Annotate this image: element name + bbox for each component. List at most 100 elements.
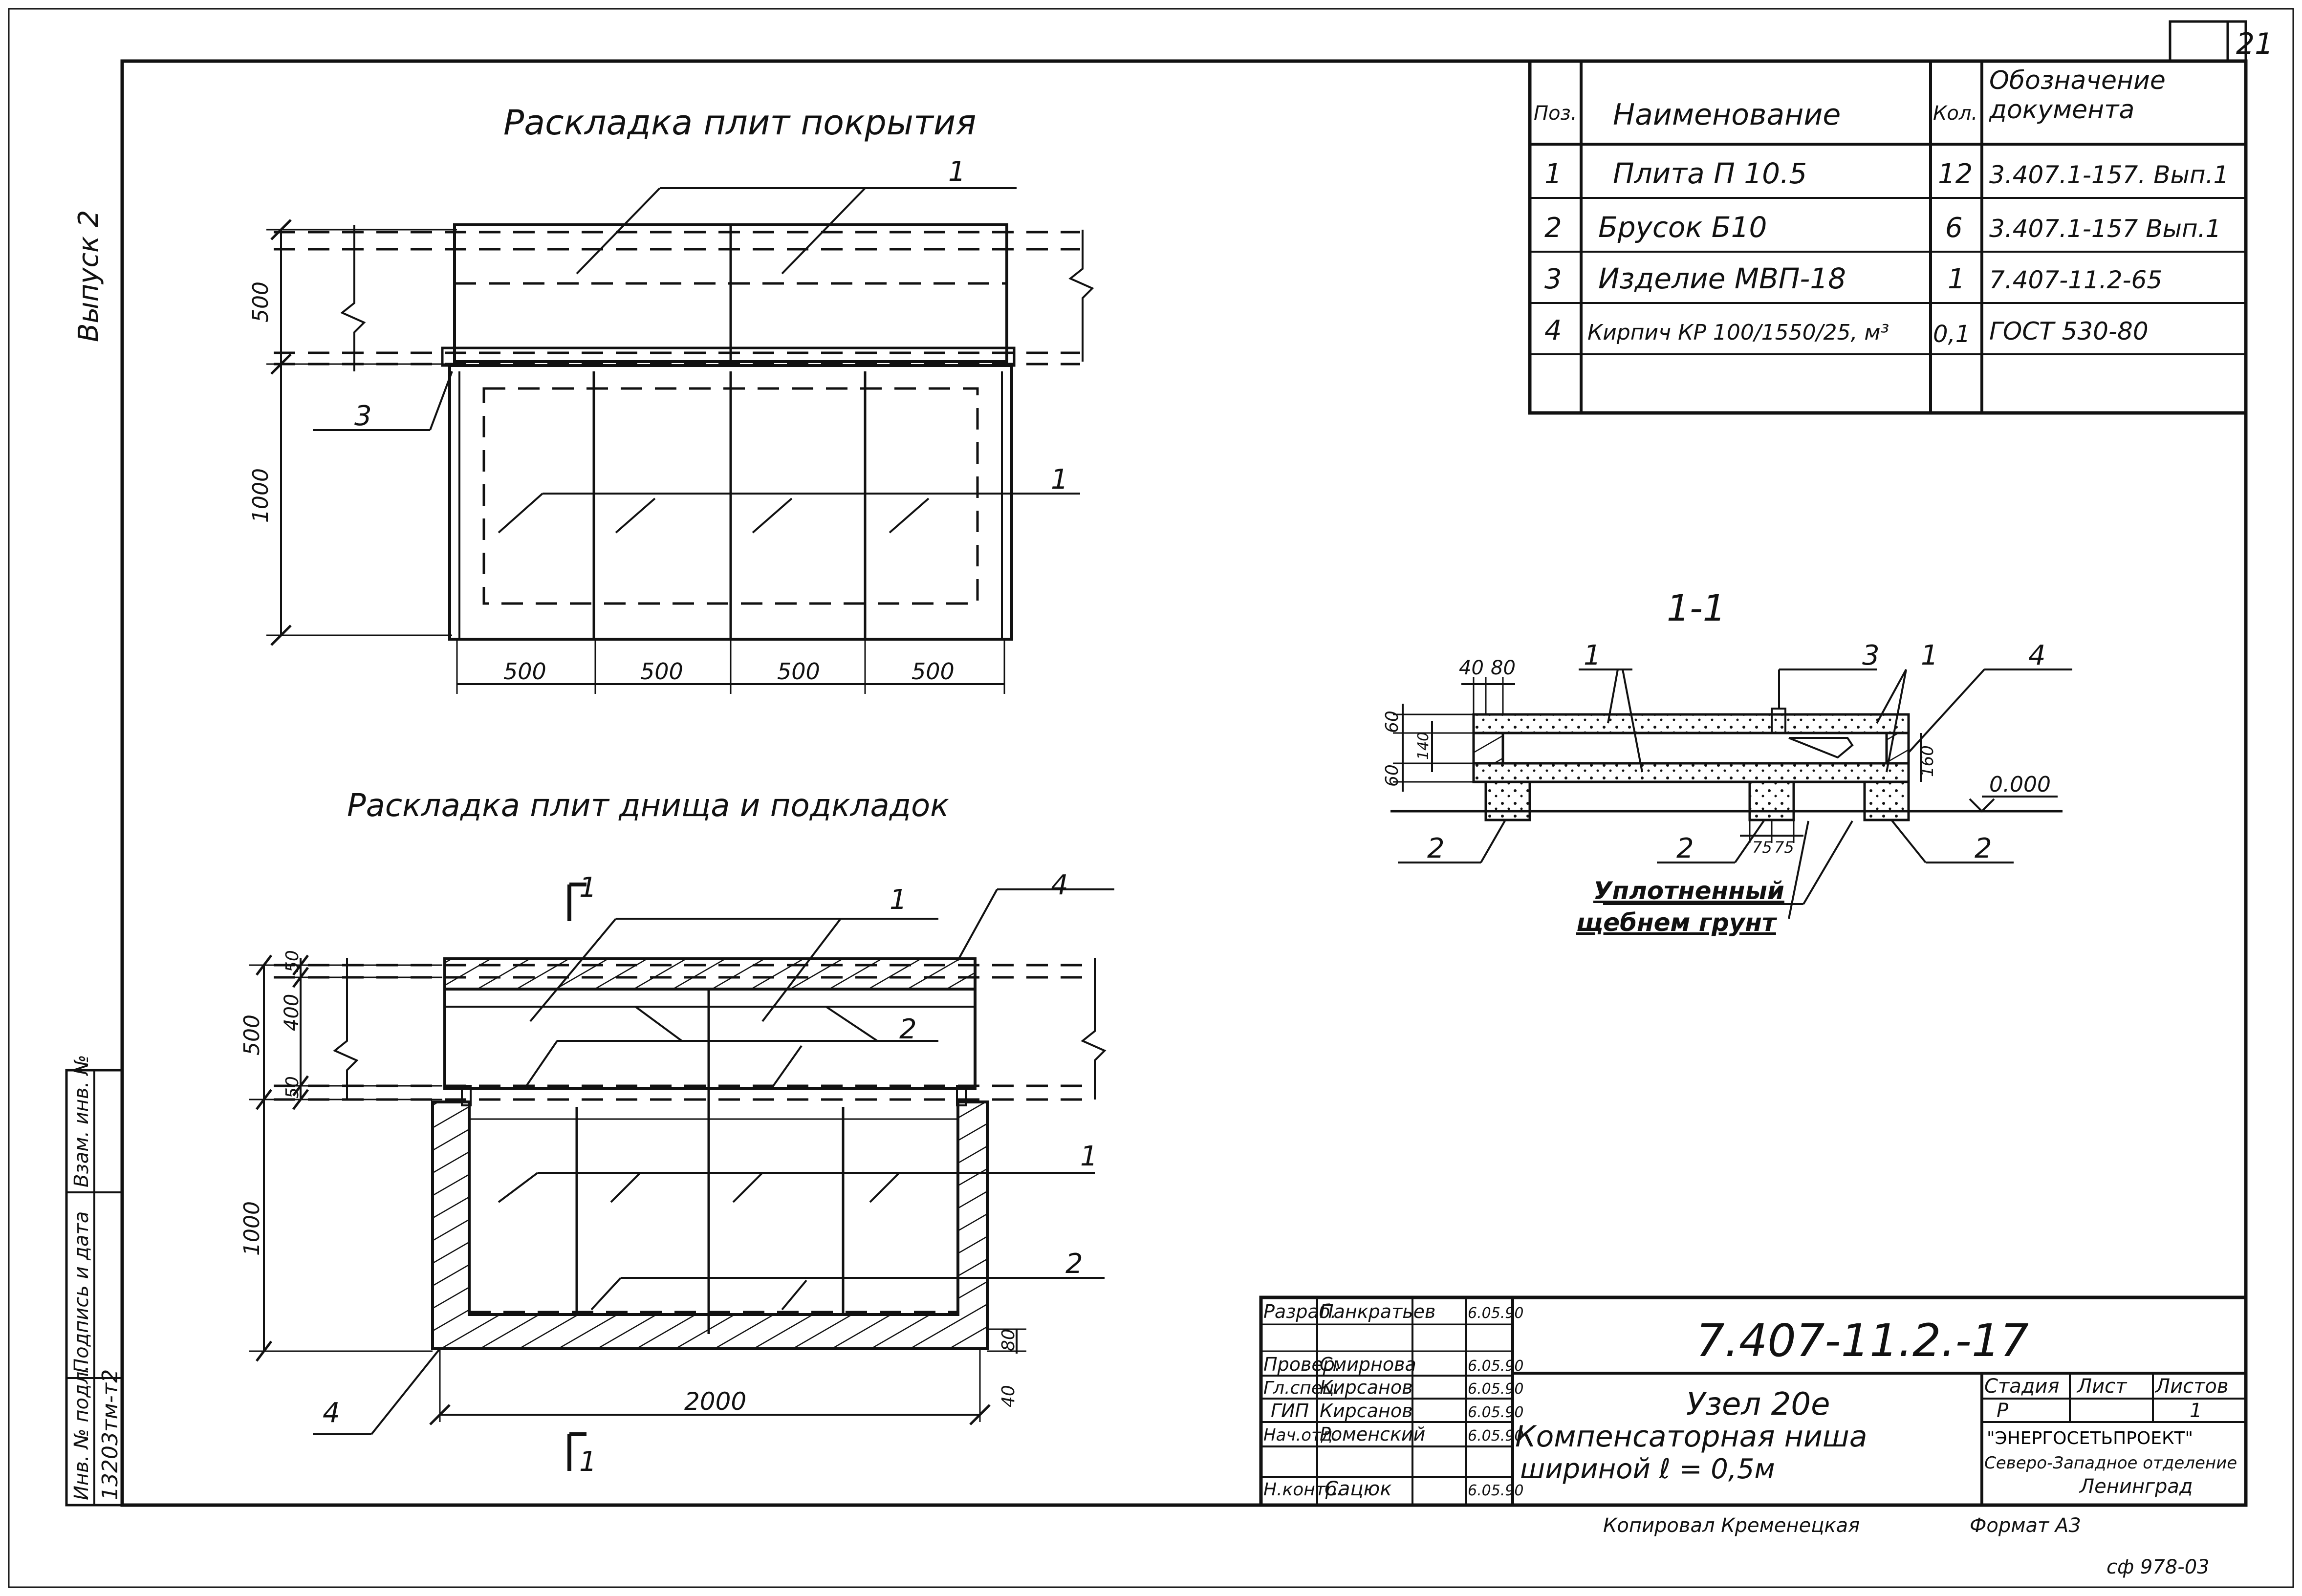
plan-bottom-dim-50b: 50 [282,1076,303,1099]
spec-row1-name: Плита П 10.5 [1613,157,1807,190]
section-callout-3: 3 [1862,640,1880,671]
sheets-value: 1 [2190,1400,2202,1422]
spec-row4-name: Кирпич КР 100/1550/25, м³ [1587,320,1889,345]
plan-top-dim-w1: 500 [503,658,546,685]
section-drawing [1390,669,2072,919]
signer-role: Нач.отд. [1263,1425,1338,1445]
spec-row2-doc: 3.407.1-157 Вып.1 [1989,215,2221,243]
signer-role: Гл.спец. [1263,1378,1340,1398]
spec-row1-qty: 12 [1938,158,1973,190]
plan-top-title: Раскладка плит покрытия [503,103,976,143]
strip-label-sign: Подпись и дата [70,1211,93,1373]
plan-bottom-callout-4b: 4 [323,1397,340,1429]
spec-row2-pos: 2 [1544,212,1562,244]
sheet-label: Лист [2076,1375,2128,1398]
spec-header-doc-wrap: Обозначение документа [1989,66,2166,125]
plan-bottom-callout-1: 1 [890,884,907,916]
side-issue-label: Выпуск 2 [73,210,105,342]
section-callout-1b: 1 [1921,640,1938,671]
plan-top-callout-1b: 1 [1051,464,1068,496]
signer-name: Сацюк [1325,1478,1392,1500]
plan-bottom-section-mark-top: 1 [579,872,597,904]
spec-row1-doc: 3.407.1-157. Вып.1 [1989,161,2229,189]
spec-header-doc: Обозначение документа [1989,66,2166,125]
title-designation: 7.407-11.2.-17 [1696,1315,2029,1367]
spec-row2-qty: 6 [1945,212,1963,244]
plan-bottom-callout-1b: 1 [1080,1141,1098,1172]
section-title: 1-1 [1667,587,1726,629]
title-name-line2: Компенсаторная ниша [1515,1420,1868,1454]
signer-role: Разраб. [1263,1301,1336,1322]
plan-top-dim-1000: 1000 [248,468,273,523]
plan-bottom-dim-400: 400 [281,994,303,1031]
plan-bottom-dim-80: 80 [999,1329,1019,1351]
plan-top-dim-w4: 500 [912,658,955,685]
section-callout-2a: 2 [1427,833,1445,864]
signer-role: Н.контр. [1263,1480,1342,1500]
plan-top-callout-3: 3 [354,400,372,432]
plan-bottom-title: Раскладка плит днища и подкладок [347,788,949,824]
title-name-line3: шириной ℓ = 0,5м [1520,1453,1775,1485]
plan-bottom-dim-1000: 1000 [239,1201,264,1256]
plan-bottom-dim-500: 500 [239,1014,264,1056]
plan-bottom-dim-50a: 50 [282,950,303,972]
spec-row3-doc: 7.407-11.2-65 [1989,266,2162,294]
section-callout-1a: 1 [1584,640,1601,671]
plan-top-dim-500: 500 [248,281,273,323]
section-dim-60a: 60 [1382,711,1402,733]
signer-date: 6.05.90 [1468,1404,1524,1421]
signer-name: Роменский [1320,1423,1425,1445]
org-line2: Северо-Западное отделение [1984,1453,2237,1473]
plan-bottom-dim-2000: 2000 [684,1387,746,1416]
signer-name: Смирнова [1320,1354,1416,1375]
section-dim-75a: 75 [1752,838,1772,857]
spec-row3-name: Изделие МВП-18 [1598,262,1846,295]
section-note-line2: щебнем грунт [1576,908,1778,937]
plan-bottom-callout-4a: 4 [1051,869,1068,901]
strip-label-replace: Взам. инв. № [70,1055,93,1187]
section-level-mark: 0.000 [1989,772,2051,797]
plan-top-dim-w3: 500 [777,658,820,685]
plan-bottom-dim-40: 40 [999,1385,1019,1407]
plan-top-dim-w2: 500 [640,658,683,685]
spec-header-name: Наименование [1613,98,1841,132]
signer-name: Панкратьев [1320,1301,1435,1322]
section-callout-2b: 2 [1676,833,1694,864]
strip-value-inv: 13203тм-т2 [98,1369,123,1500]
strip-label-inv: Инв. № подл. [70,1365,93,1500]
signer-date: 6.05.90 [1468,1380,1524,1398]
signer-date: 6.05.90 [1468,1427,1524,1445]
section-callout-4: 4 [2028,640,2046,671]
signer-date: 6.05.90 [1468,1305,1524,1322]
signer-role: ГИП [1271,1400,1309,1422]
section-note-line1: Уплотненный [1593,877,1784,905]
sheet-number: 21 [2236,27,2273,61]
left-strip [65,1069,124,1507]
spec-row4-qty: 0,1 [1933,321,1970,348]
section-dim-80: 80 [1491,657,1516,679]
spec-header-pos: Поз. [1534,102,1577,125]
section-dim-75b: 75 [1774,838,1794,857]
section-dim-160: 160 [1918,745,1937,777]
plan-top-callout-1a: 1 [948,156,966,188]
section-callout-2c: 2 [1975,833,1992,864]
stage-label: Стадия [1984,1375,2059,1398]
spec-row3-qty: 1 [1948,263,1965,295]
spec-row1-pos: 1 [1544,158,1562,190]
section-dim-60b: 60 [1382,764,1402,787]
org-line3: Ленинград [2079,1475,2193,1498]
title-name-line1: Узел 20е [1686,1386,1830,1423]
spec-table [1528,59,2248,415]
section-dim-40: 40 [1459,657,1484,679]
signers: Разраб. Панкратьев 6.05.90 Провер. Смирн… [1263,1301,1524,1500]
signer-role: Провер. [1263,1354,1341,1375]
spec-row3-pos: 3 [1544,263,1562,295]
copied-by: Копировал Кременецкая [1603,1514,1860,1537]
signer-date: 6.05.90 [1468,1358,1524,1375]
title-block [1259,1295,2248,1507]
plan-bottom-callout-2a: 2 [899,1014,917,1045]
signer-name: Кирсанов [1320,1377,1412,1398]
format-label: Формат А3 [1970,1514,2081,1537]
spec-row2-name: Брусок Б10 [1598,211,1767,244]
